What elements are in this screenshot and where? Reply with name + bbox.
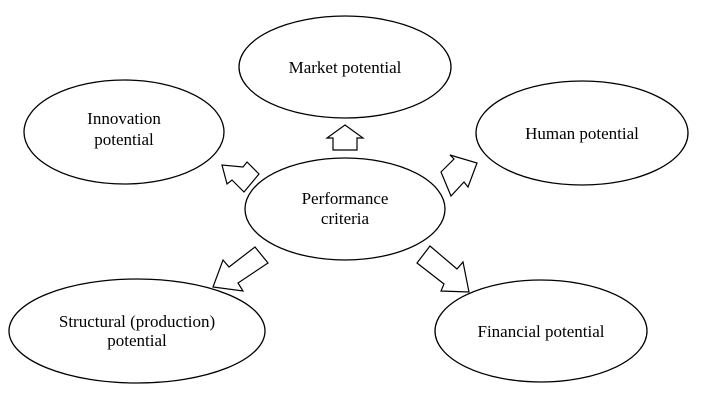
arrow-to-innovation: [221, 161, 260, 193]
node-performance-criteria: Performance criteria: [244, 157, 446, 261]
node-financial-potential: Financial potential: [434, 279, 648, 383]
node-innovation-potential: Innovation potential: [23, 79, 225, 185]
arrow-to-market: [325, 124, 365, 151]
node-innovation-label-line1: Innovation: [87, 109, 161, 128]
arrow-to-human: [440, 154, 478, 198]
node-center-label-line1: Performance: [302, 189, 389, 208]
node-center-label-line2: criteria: [321, 209, 370, 228]
node-human-label: Human potential: [525, 124, 639, 143]
node-human-potential: Human potential: [475, 80, 689, 186]
node-innovation-label-line2: potential: [94, 130, 154, 149]
node-structural-label-line2: potential: [107, 331, 167, 350]
arrow-to-structural: [212, 246, 269, 292]
node-structural-label-line1: Structural (production): [59, 312, 215, 331]
node-market-label: Market potential: [289, 58, 402, 77]
node-structural-potential: Structural (production) potential: [8, 278, 266, 384]
node-market-potential: Market potential: [238, 15, 452, 119]
node-financial-label: Financial potential: [478, 322, 605, 341]
arrow-to-financial: [416, 245, 470, 293]
